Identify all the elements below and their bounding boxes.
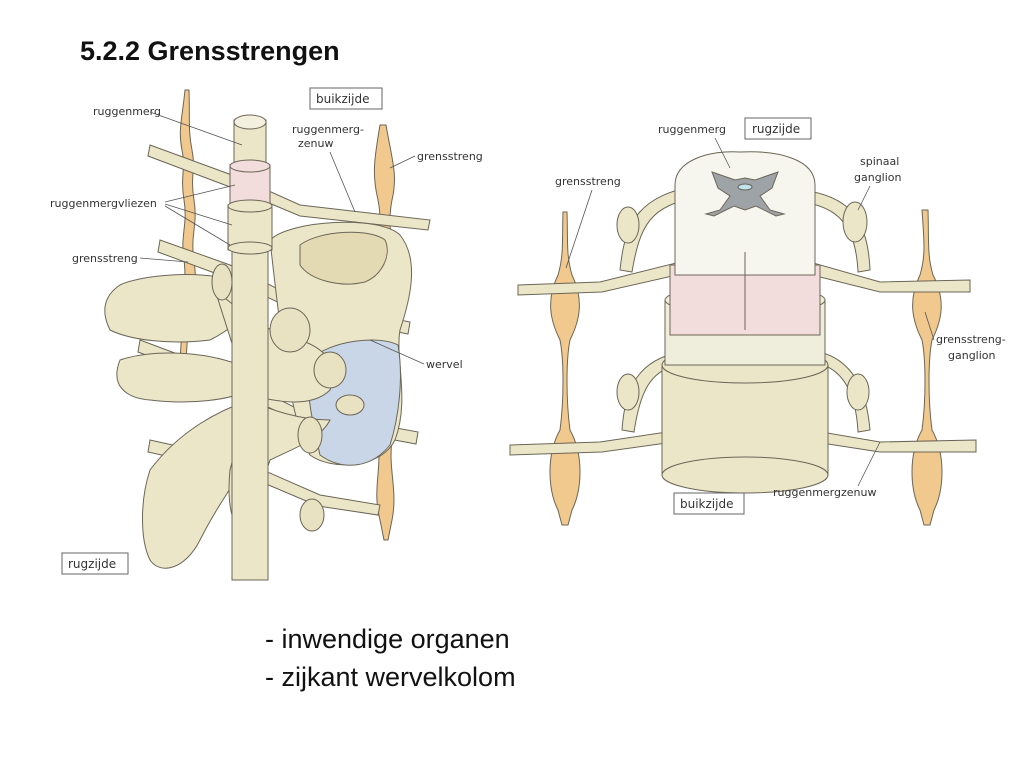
spinal-cord-cap (233, 114, 267, 130)
label-ruggenmergvliezen: ruggenmergvliezen (50, 197, 157, 210)
label-spinaal-2: ganglion (854, 171, 902, 184)
grey-matter (704, 171, 786, 217)
label-wervel: wervel (426, 358, 463, 371)
label-buikzijde-left: buikzijde (316, 92, 369, 106)
illustration: ruggenmerg ruggenmergvliezen grensstreng… (50, 87, 1006, 581)
facet-5 (299, 498, 325, 532)
facet-3 (335, 394, 365, 416)
meninges-rim-2 (227, 199, 273, 213)
spinal-ganglion-lower-right (846, 373, 870, 411)
spinal-ganglion-upper-right (842, 201, 868, 243)
label-ruggenmerg-right: ruggenmerg (658, 123, 726, 136)
spinous-processes (104, 274, 271, 569)
right-chain-right (911, 209, 943, 526)
label-grensstreng-right-fig: grensstreng (555, 175, 621, 188)
facet-4 (297, 416, 323, 454)
label-ganglion-1: grensstreng- (936, 333, 1006, 346)
label-ruggenmerg-zenuw-1: ruggenmerg- (292, 123, 364, 136)
label-ruggenmergzenuw: ruggenmergzenuw (773, 486, 876, 499)
spinal-ganglion-lower-left (616, 373, 640, 411)
label-ruggenmerg: ruggenmerg (93, 105, 161, 118)
label-grensstreng-left: grensstreng (72, 252, 138, 265)
slide-title: 5.2.2 Grensstrengen (80, 36, 340, 66)
bullet-item: - zijkant wervelkolom (265, 662, 516, 692)
buikzijde-box-right (673, 492, 745, 515)
central-canal (737, 183, 753, 191)
label-ganglion-2: ganglion (948, 349, 996, 362)
column-cord (674, 151, 816, 276)
label-rugzijde-left: rugzijde (68, 557, 116, 571)
right-chain-left (549, 211, 581, 526)
buikzijde-box-left (309, 87, 383, 110)
label-grensstreng-right: grensstreng (417, 150, 483, 163)
bullet-list: - inwendige organen - zijkant wervelkolo… (265, 620, 516, 696)
label-buikzijde-right: buikzijde (680, 497, 733, 511)
nerve-upper-right (799, 261, 971, 293)
meninges-rim-1 (229, 159, 271, 173)
vertebra-top-face (299, 231, 388, 285)
spinal-ganglion-upper-left (616, 206, 640, 244)
bullet-item: - inwendige organen (265, 624, 510, 654)
right-labels: ruggenmerg rugzijde grensstreng spinaal … (555, 117, 1006, 515)
facet-1 (269, 307, 311, 353)
left-labels: ruggenmerg ruggenmergvliezen grensstreng… (50, 87, 483, 575)
label-spinaal-1: spinaal (860, 155, 899, 168)
label-ruggenmerg-zenuw-2: zenuw (298, 137, 333, 150)
spinal-cord-lower (231, 239, 269, 581)
left-figure (104, 89, 431, 581)
meninges-rim-3 (227, 241, 273, 255)
facet-6 (211, 263, 233, 301)
column-lower-bottom (661, 456, 829, 494)
right-figure (509, 151, 977, 526)
rugzijde-box-left (61, 552, 129, 575)
rugzijde-box-right (744, 117, 812, 140)
label-rugzijde-right: rugzijde (752, 122, 800, 136)
nerve-lower-left (509, 429, 689, 456)
nerve-upper-left (517, 261, 691, 296)
facet-2 (313, 351, 347, 389)
